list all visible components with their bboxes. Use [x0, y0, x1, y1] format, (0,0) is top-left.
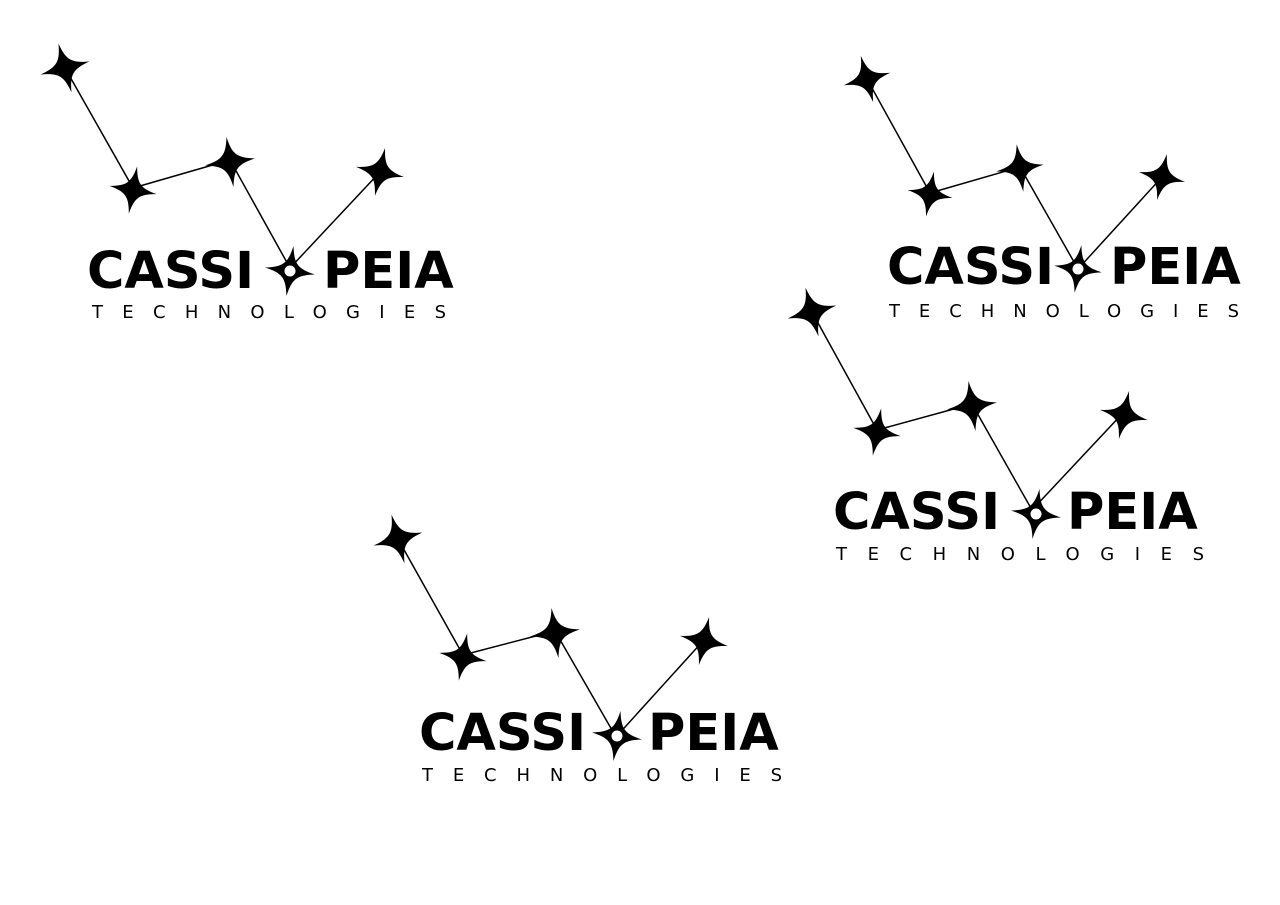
- ring-star-icon: [1054, 245, 1102, 293]
- star-icon: [996, 144, 1044, 192]
- star-icon: [530, 608, 580, 658]
- constellation-stars: [843, 55, 1186, 217]
- cassiopeia-logo: CASSI PEIA TECHNOLOGIES: [40, 40, 454, 330]
- brand-name-right: PEIA: [1067, 483, 1198, 542]
- brand-tagline: TECHNOLOGIES: [91, 302, 446, 323]
- cassiopeia-logo: CASSI PEIA TECHNOLOGIES: [842, 51, 1241, 341]
- cassiopeia-logo: CASSI PEIA TECHNOLOGIES: [787, 284, 1204, 574]
- brand-name-right: PEIA: [323, 242, 454, 301]
- brand-tagline: TECHNOLOGIES: [835, 544, 1204, 565]
- star-icon: [1138, 153, 1186, 201]
- star-icon: [205, 137, 255, 187]
- cassiopeia-logo: CASSI PEIA TECHNOLOGIES: [373, 511, 782, 801]
- star-icon: [680, 617, 728, 665]
- star-icon: [40, 43, 90, 93]
- constellation-logo-graphic: CASSI PEIA TECHNOLOGIES: [787, 287, 1204, 565]
- brand-name-right: PEIA: [1110, 238, 1241, 297]
- constellation-logo-graphic: CASSI PEIA TECHNOLOGIES: [373, 514, 782, 786]
- star-icon: [907, 171, 953, 217]
- star-icon: [356, 148, 404, 196]
- star-icon: [853, 408, 901, 456]
- star-icon: [843, 55, 891, 103]
- constellation-stars: [787, 287, 1148, 456]
- ring-star-icon: [1011, 489, 1061, 539]
- brand-name-left: CASSI: [87, 242, 254, 301]
- constellation-logo-graphic: CASSI PEIA TECHNOLOGIES: [843, 55, 1241, 322]
- ring-star-icon: [265, 246, 315, 296]
- constellation-stars: [40, 43, 404, 214]
- star-icon: [947, 381, 997, 431]
- constellation-logo-graphic: CASSI PEIA TECHNOLOGIES: [40, 43, 454, 323]
- star-icon: [1100, 391, 1148, 439]
- constellation-lines: [64, 67, 381, 269]
- star-icon: [373, 514, 423, 564]
- star-icon: [787, 287, 837, 337]
- constellation-lines: [866, 78, 1163, 270]
- brand-name-right: PEIA: [648, 704, 779, 763]
- brand-name-left: CASSI: [887, 238, 1054, 297]
- brand-tagline: TECHNOLOGIES: [421, 765, 782, 786]
- ring-star-icon: [592, 711, 642, 761]
- brand-name-left: CASSI: [419, 704, 586, 763]
- constellation-stars: [373, 514, 728, 681]
- brand-name-left: CASSI: [833, 483, 1000, 542]
- star-icon: [439, 633, 487, 681]
- star-icon: [109, 166, 157, 214]
